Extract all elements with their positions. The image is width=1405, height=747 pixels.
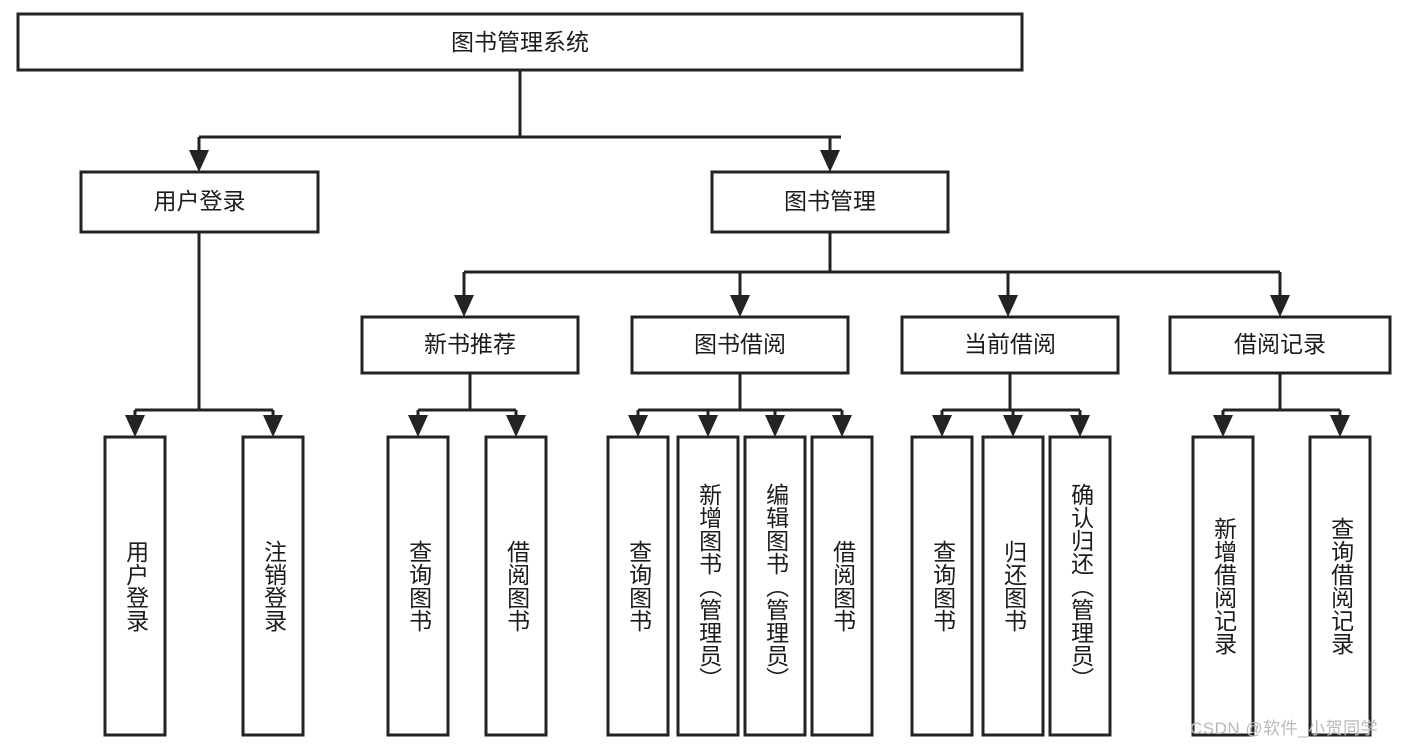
arrow-to-leaf-add-book-admin: [698, 415, 718, 437]
leaf-box-add-book-admin[interactable]: [676, 435, 740, 737]
connector-group-borrow-record: [1213, 373, 1350, 437]
leaf-box-user-login[interactable]: [103, 435, 167, 737]
leaf-box-query-book-2[interactable]: [606, 435, 670, 737]
node-root-box[interactable]: [16, 12, 1024, 72]
arrow-to-current-borrow: [998, 295, 1018, 317]
connector-group-book-borrow: [628, 373, 852, 437]
node-book-borrow[interactable]: 图书借阅: [630, 315, 850, 375]
node-current-borrow-box[interactable]: [900, 315, 1120, 375]
node-user-login[interactable]: 用户登录: [79, 170, 320, 234]
arrow-to-leaf-confirm-return-admin: [1070, 415, 1090, 437]
arrow-to-leaf-return-book: [1003, 415, 1023, 437]
node-user-login-label: 用户登录: [154, 188, 246, 214]
leaf-boxes: [103, 435, 1372, 737]
arrow-to-new-book-recommend: [454, 295, 474, 317]
arrow-to-leaf-user-login: [125, 415, 145, 437]
connector-group-root: [189, 70, 841, 172]
connector-group-user-login: [125, 232, 283, 437]
arrow-to-leaf-query-book-1: [408, 415, 428, 437]
arrow-to-leaf-query-borrow-record: [1330, 415, 1350, 437]
leaf-box-borrow-book-1[interactable]: [484, 435, 548, 737]
arrow-to-user-login: [189, 150, 209, 172]
node-book-borrow-box[interactable]: [630, 315, 850, 375]
node-borrow-record-label: 借阅记录: [1234, 331, 1326, 357]
arrow-to-leaf-edit-book-admin: [765, 415, 785, 437]
node-new-book-recommend-box[interactable]: [360, 315, 580, 375]
node-current-borrow[interactable]: 当前借阅: [900, 315, 1120, 375]
node-borrow-record-box[interactable]: [1168, 315, 1392, 375]
csdn-watermark: CSDN @软件_小贺同学: [1190, 719, 1379, 738]
node-new-book-recommend-label: 新书推荐: [424, 331, 516, 357]
node-book-management-label: 图书管理: [784, 188, 876, 214]
leaf-box-query-borrow-record[interactable]: [1308, 435, 1372, 737]
node-book-management-box[interactable]: [710, 170, 950, 234]
leaf-box-add-borrow-record[interactable]: [1191, 435, 1255, 737]
arrow-to-leaf-borrow-book-1: [506, 415, 526, 437]
leaf-box-logout-login[interactable]: [241, 435, 305, 737]
node-book-management[interactable]: 图书管理: [710, 170, 950, 234]
arrow-to-leaf-add-borrow-record: [1213, 415, 1233, 437]
leaf-box-return-book[interactable]: [981, 435, 1045, 737]
leaf-box-borrow-book-2[interactable]: [810, 435, 874, 737]
connector-group-book-management: [454, 232, 1290, 317]
arrow-to-leaf-logout-login: [263, 415, 283, 437]
leaf-box-confirm-return-admin[interactable]: [1048, 435, 1112, 737]
node-root-label: 图书管理系统: [451, 29, 589, 55]
leaf-box-edit-book-admin[interactable]: [743, 435, 807, 737]
node-book-borrow-label: 图书借阅: [694, 331, 786, 357]
arrow-to-leaf-query-book-3: [932, 415, 952, 437]
leaf-box-query-book-3[interactable]: [910, 435, 974, 737]
arrow-to-leaf-borrow-book-2: [832, 415, 852, 437]
node-current-borrow-label: 当前借阅: [964, 331, 1056, 357]
arrow-to-book-borrow: [730, 295, 750, 317]
leaf-box-query-book-1[interactable]: [386, 435, 450, 737]
arrow-to-leaf-query-book-2: [628, 415, 648, 437]
node-user-login-box[interactable]: [79, 170, 320, 234]
node-root[interactable]: 图书管理系统: [16, 12, 1024, 72]
node-borrow-record[interactable]: 借阅记录: [1168, 315, 1392, 375]
connector-group-current-borrow: [932, 373, 1090, 437]
connector-group-new-book-recommend: [408, 373, 526, 437]
node-new-book-recommend[interactable]: 新书推荐: [360, 315, 580, 375]
arrow-to-book-management: [820, 150, 840, 172]
arrow-to-borrow-record: [1270, 295, 1290, 317]
